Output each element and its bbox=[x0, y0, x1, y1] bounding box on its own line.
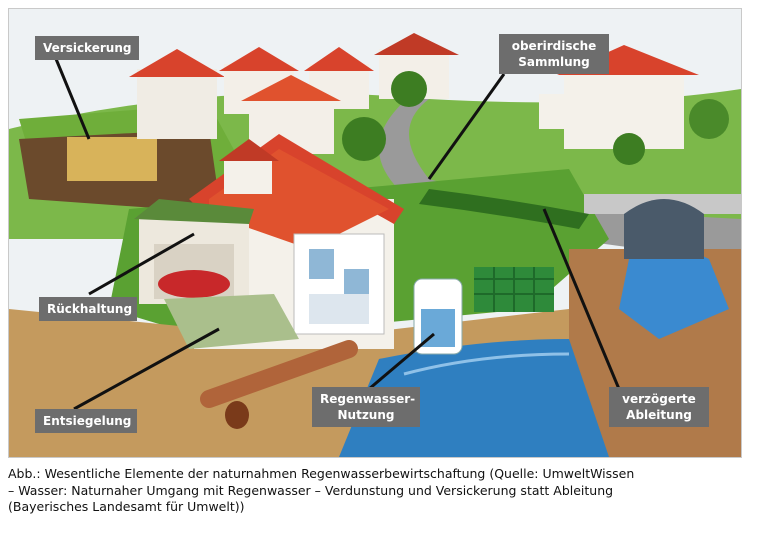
leader-entsiegelung bbox=[73, 327, 220, 411]
trees bbox=[342, 71, 729, 165]
bridge-arch bbox=[624, 199, 704, 259]
label-versickerung: Versickerung bbox=[35, 36, 140, 60]
label-oberirdische-sammlung: oberirdische Sammlung bbox=[499, 34, 609, 74]
label-entsiegelung: Entsiegelung bbox=[35, 409, 137, 433]
leader-versickerung bbox=[52, 53, 91, 140]
label-rueckhaltung-text: Rückhaltung bbox=[47, 302, 133, 316]
infiltration-trench bbox=[67, 137, 157, 181]
permeable-pavement bbox=[164, 294, 299, 349]
label-sammlung-line1: oberirdische bbox=[511, 39, 597, 53]
caption-line-3: (Bayerisches Landesamt für Umwelt)) bbox=[8, 499, 245, 514]
label-entsiegelung-text: Entsiegelung bbox=[43, 414, 132, 428]
label-ableitung-line1: verzögerte bbox=[622, 392, 696, 406]
label-ableitung-line2: Ableitung bbox=[626, 408, 692, 422]
leader-nutzung bbox=[368, 332, 435, 391]
leader-lines bbox=[52, 53, 621, 411]
water-channel bbox=[339, 339, 609, 457]
illustration-scene bbox=[9, 9, 741, 457]
label-verzoegerte-ableitung: verzögerte Ableitung bbox=[609, 387, 709, 427]
label-nutzung-line1: Regenwasser- bbox=[320, 392, 416, 406]
drain-pipe bbox=[200, 340, 358, 408]
leader-sammlung bbox=[427, 73, 506, 180]
caption-line-2: – Wasser: Naturnaher Umgang mit Regenwas… bbox=[8, 482, 614, 498]
garage bbox=[134, 199, 254, 304]
leader-rueckhaltung bbox=[88, 232, 195, 296]
leader-ableitung bbox=[542, 208, 621, 390]
pipe-opening bbox=[225, 401, 249, 429]
figure-caption: Abb.: Wesentliche Elemente der naturnahm… bbox=[8, 466, 760, 516]
label-sammlung-line2: Sammlung bbox=[518, 55, 590, 69]
label-rueckhaltung: Rückhaltung bbox=[39, 297, 137, 321]
stream-water bbox=[619, 249, 729, 339]
hedge bbox=[419, 189, 589, 229]
water-ripple bbox=[403, 352, 570, 376]
label-nutzung-line2: Nutzung bbox=[337, 408, 395, 422]
retention-grid bbox=[474, 267, 554, 312]
label-regenwasser-nutzung: Regenwasser- Nutzung bbox=[312, 387, 420, 427]
caption-line-1: Abb.: Wesentliche Elemente der naturnahm… bbox=[8, 466, 635, 481]
label-versickerung-text: Versickerung bbox=[43, 41, 132, 55]
illustration: Versickerung oberirdische Sammlung Rückh… bbox=[8, 8, 742, 458]
